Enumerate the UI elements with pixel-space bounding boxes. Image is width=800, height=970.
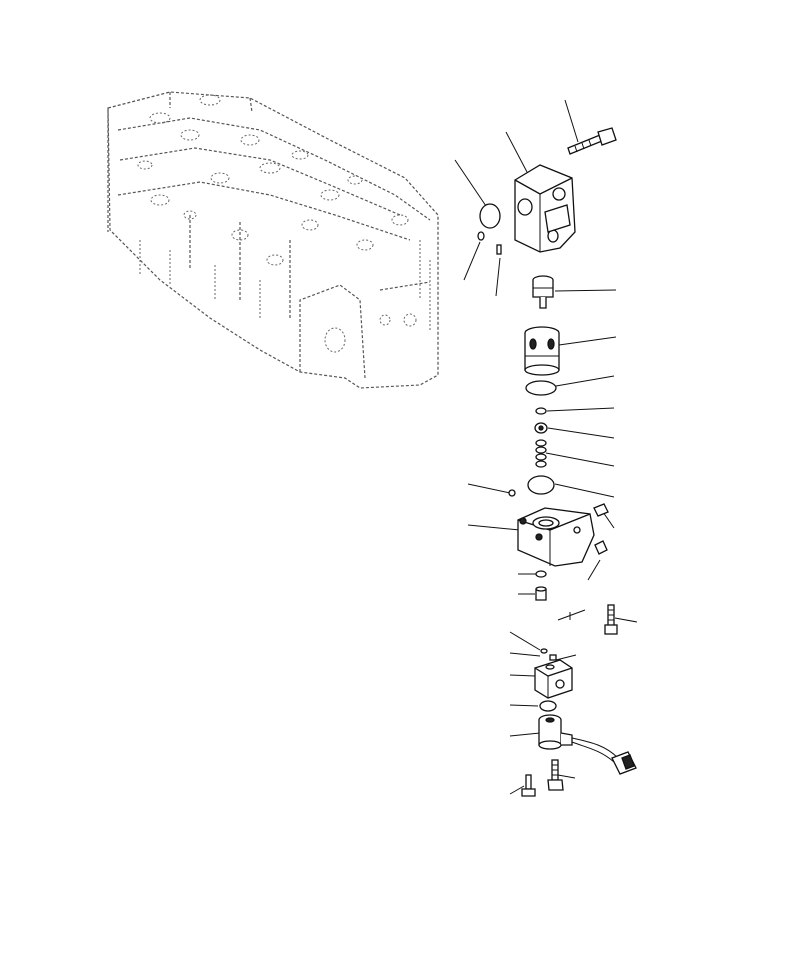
o-ring bbox=[525, 380, 557, 396]
valve-body bbox=[517, 507, 595, 567]
screw bbox=[521, 774, 536, 797]
bolt-short bbox=[547, 759, 564, 791]
leader-lines bbox=[454, 99, 638, 795]
connector bbox=[611, 751, 637, 775]
o-ring-large bbox=[479, 203, 501, 229]
fitting-small bbox=[594, 540, 608, 555]
spool bbox=[532, 275, 554, 309]
spring bbox=[535, 439, 547, 468]
valve-housing bbox=[514, 164, 576, 253]
adapter-block bbox=[534, 659, 573, 699]
washer bbox=[535, 570, 547, 578]
o-ring-2 bbox=[539, 700, 557, 712]
fitting-elbow bbox=[593, 503, 609, 517]
o-ring-small bbox=[477, 231, 485, 241]
bolt bbox=[567, 127, 617, 155]
plug-2 bbox=[549, 654, 557, 661]
plug-small bbox=[508, 489, 516, 497]
nut bbox=[535, 586, 547, 601]
bolt-long bbox=[604, 604, 618, 635]
ball bbox=[535, 407, 547, 415]
engine-block-outline bbox=[107, 91, 439, 389]
seat bbox=[534, 422, 548, 434]
sleeve bbox=[524, 326, 560, 376]
wire-harness bbox=[571, 737, 619, 763]
pin bbox=[540, 648, 548, 654]
dowel-pin bbox=[496, 244, 502, 255]
solenoid bbox=[538, 714, 573, 750]
plug bbox=[527, 475, 555, 495]
